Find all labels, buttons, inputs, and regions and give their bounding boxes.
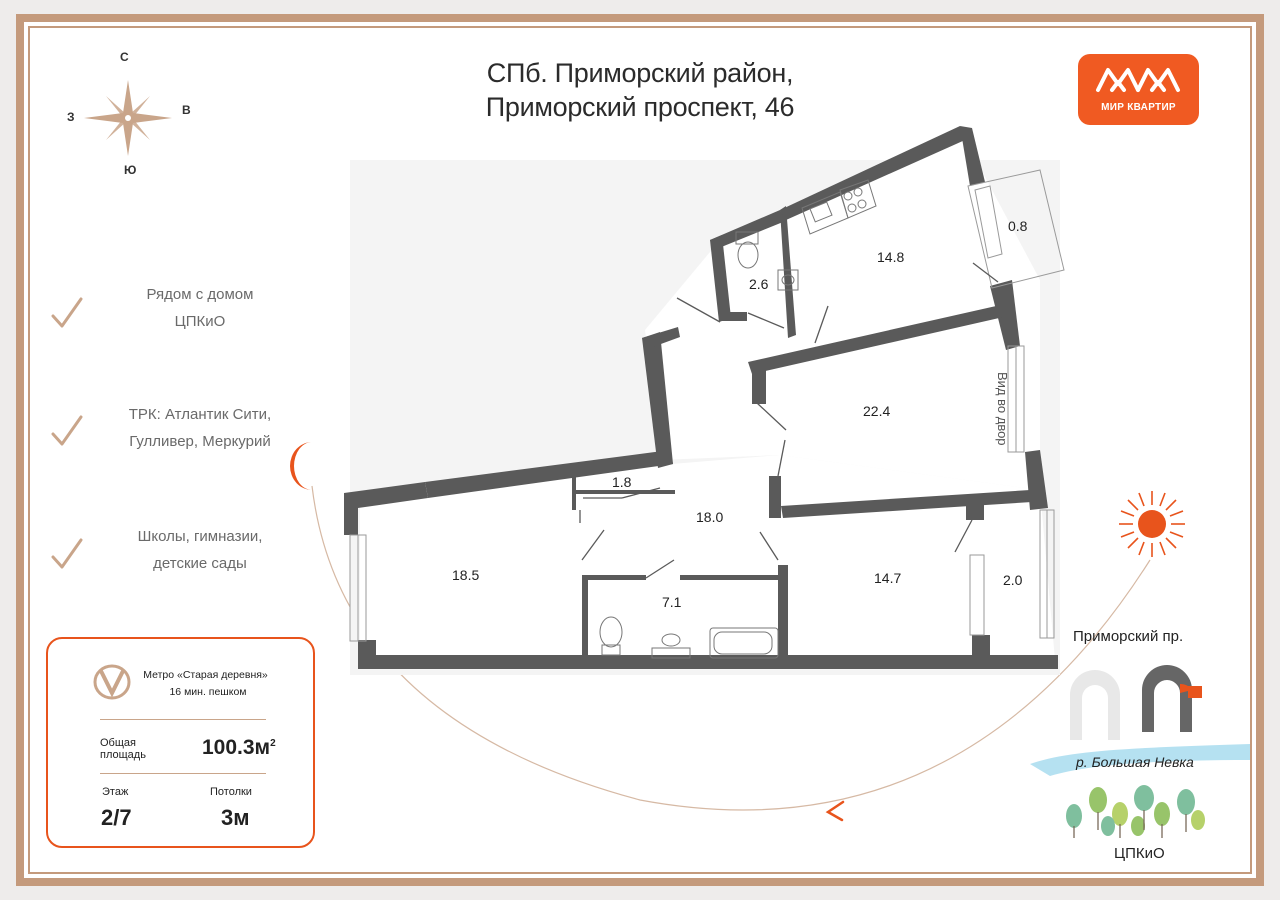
page-inner-frame (28, 26, 1252, 874)
mir-kvartir-logo: МИР КВАРТИР (1078, 54, 1199, 125)
room-area-kitchen: 14.8 (877, 249, 905, 265)
divider (100, 773, 266, 774)
street-label: Приморский пр. (1073, 628, 1184, 645)
room-area-loggia: 2.0 (1003, 572, 1023, 588)
apartment-info-card: Метро «Старая деревня» 16 мин. пешком Об… (46, 637, 315, 848)
logo-mark-icon (1096, 68, 1180, 92)
total-area-label-line2: площадь (100, 749, 146, 761)
park-label: ЦПКиО (1114, 845, 1165, 862)
building-icon (1070, 665, 1202, 740)
compass-east: В (182, 103, 191, 117)
feature-park-line1: Рядом с домом (146, 286, 254, 303)
sun-icon (1119, 491, 1185, 557)
feature-schools: Школы, гимназии, детские сады (100, 523, 300, 577)
floor-label: Этаж (102, 786, 129, 798)
compass-south: Ю (124, 163, 137, 177)
logo-text: МИР КВАРТИР (1101, 102, 1176, 113)
river-icon (1030, 744, 1250, 776)
metro-icon (93, 664, 131, 700)
address-title: СПб. Приморский район, Приморский проспе… (340, 56, 940, 124)
check-icon (51, 538, 83, 569)
check-icon (51, 415, 83, 446)
room-area-wc: 2.6 (749, 276, 769, 292)
ceiling-label: Потолки (210, 786, 252, 798)
address-line-2: Приморский проспект, 46 (485, 92, 795, 122)
park-trees-icon (1066, 785, 1205, 838)
room-area-bedroom-3: 14.7 (874, 570, 902, 586)
ceiling-value: 3м (221, 805, 250, 830)
compass-north: С (120, 50, 129, 64)
compass-rose-icon (84, 80, 172, 156)
room-area-balcony: 0.8 (1008, 218, 1028, 234)
total-area-unit-power: 2 (270, 738, 276, 749)
floor-value: 2/7 (101, 805, 132, 830)
compass-west: З (67, 110, 75, 124)
room-area-bathroom: 7.1 (662, 594, 682, 610)
feature-schools-line1: Школы, гимназии, (137, 528, 263, 545)
room-area-closet: 1.8 (612, 474, 632, 490)
address-line-1: СПб. Приморский район, (486, 58, 794, 88)
total-area-value: 100.3м2 (202, 736, 276, 760)
total-area-label: Общая площадь (100, 737, 146, 761)
room-area-bedroom-1: 22.4 (863, 403, 891, 419)
feature-malls-line2: Гулливер, Меркурий (129, 433, 271, 450)
feature-malls-line1: ТРК: Атлантик Сити, (128, 406, 272, 423)
room-area-bedroom-2: 18.5 (452, 567, 480, 583)
room-area-hall: 18.0 (696, 509, 724, 525)
feature-park-line2: ЦПКиО (174, 313, 226, 330)
view-label: Вид во двор (995, 372, 1010, 446)
feature-malls: ТРК: Атлантик Сити, Гулливер, Меркурий (100, 401, 300, 455)
river-label: р. Большая Невка (1076, 754, 1194, 770)
total-area-label-line1: Общая (100, 737, 136, 749)
feature-schools-line2: детские сады (153, 555, 247, 572)
check-icon (51, 297, 83, 328)
divider (100, 719, 266, 720)
feature-park: Рядом с домом ЦПКиО (100, 281, 300, 335)
metro-name: Метро «Старая деревня» (143, 669, 268, 681)
total-area-number: 100.3м (202, 736, 271, 759)
moon-icon (290, 442, 312, 490)
metro-walk-time: 16 мин. пешком (169, 686, 247, 698)
